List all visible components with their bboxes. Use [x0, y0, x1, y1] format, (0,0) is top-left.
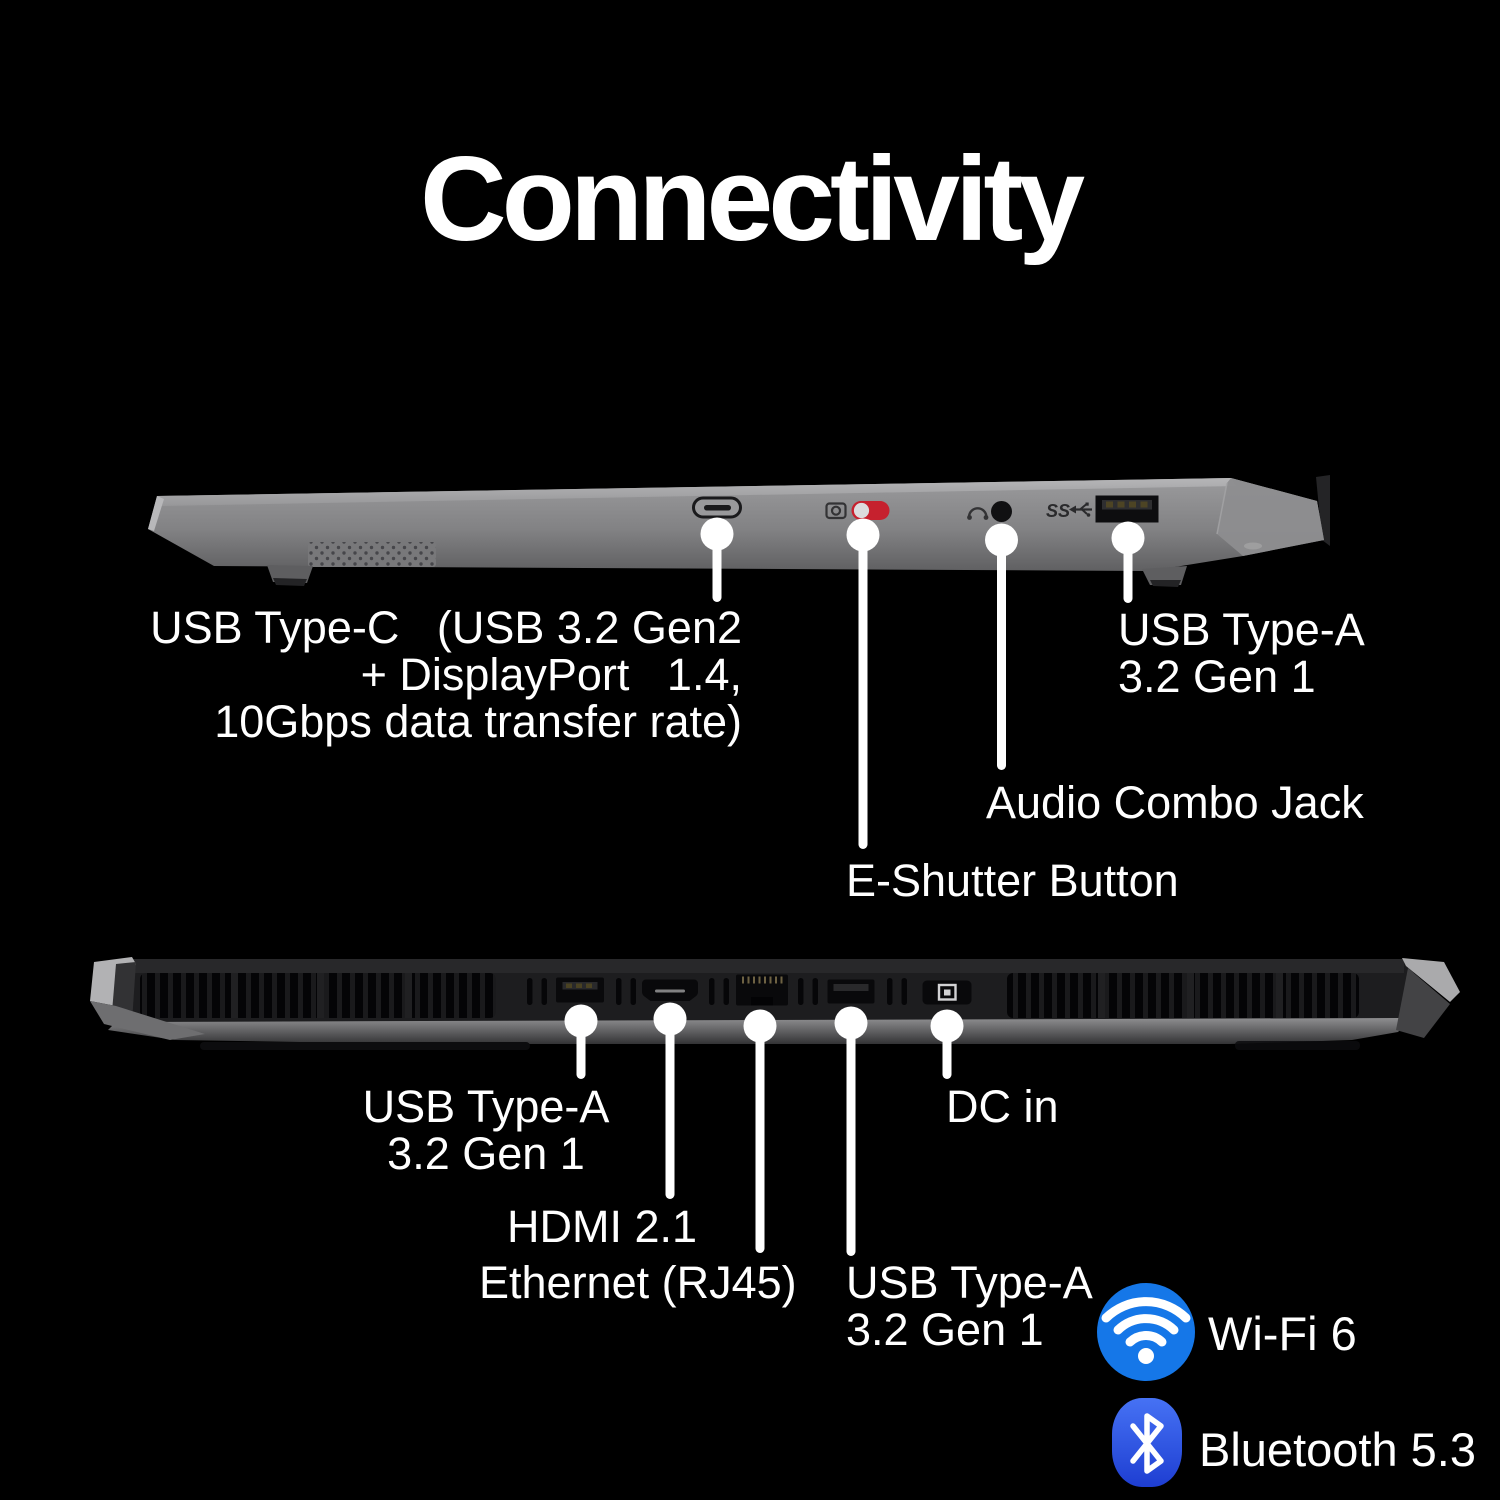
rear-usb-a-left-label-line2: 3.2 Gen 1	[387, 1128, 585, 1179]
bluetooth-icon	[1112, 1398, 1182, 1487]
callout-dot-e-shutter	[846, 518, 880, 552]
usb-c-label-line2: + DisplayPort 1.4,	[360, 649, 742, 700]
left-tip	[90, 957, 205, 1040]
callout-line-usb-c	[712, 534, 722, 602]
wifi-icon	[1097, 1283, 1195, 1381]
e-shutter-toggle	[825, 501, 890, 520]
usb-c-port	[692, 496, 742, 519]
rear-usb-a-right-label-line2: 3.2 Gen 1	[846, 1304, 1044, 1355]
callout-dot-dc-in	[930, 1009, 964, 1043]
callout-dot-usb-a-right	[834, 1006, 868, 1040]
callout-dot-hdmi	[653, 1002, 687, 1036]
callout-line-usb-a-right	[846, 1023, 856, 1256]
callout-dot-usb-c	[700, 517, 734, 551]
callout-line-audio	[997, 540, 1006, 770]
laptop-side-view: SS	[148, 475, 1330, 849]
audio-jack-label: Audio Combo Jack	[986, 777, 1364, 828]
callout-dot-usb-a	[1111, 521, 1145, 555]
callout-dot-usb-a-left	[564, 1004, 598, 1038]
ethernet-port	[736, 974, 788, 1006]
callout-line-e-shutter	[858, 535, 868, 849]
speaker-grille	[308, 542, 436, 567]
bluetooth-label: Bluetooth 5.3	[1199, 1423, 1476, 1476]
usb-a-port: SS	[1046, 495, 1159, 523]
usb-a-side-label-line2: 3.2 Gen 1	[1118, 651, 1316, 702]
page-title: Connectivity	[419, 132, 1085, 266]
callout-line-ethernet	[755, 1026, 765, 1253]
vent-right	[1007, 973, 1359, 1018]
rear-usb-a-right-label: USB Type-A 3.2 Gen 1	[846, 1259, 1093, 1353]
rear-usb-a-right-label-line1: USB Type-A	[846, 1257, 1093, 1308]
rear-usb-a-left-label-line1: USB Type-A	[362, 1081, 610, 1132]
audio-jack-port	[967, 501, 1012, 522]
usb-c-label-line3: 10Gbps data transfer rate)	[214, 696, 742, 747]
rear-usb-a-left-label: USB Type-A 3.2 Gen 1	[350, 1083, 622, 1177]
svg-text:SS: SS	[1046, 501, 1070, 521]
e-shutter-label: E-Shutter Button	[846, 855, 1179, 906]
rear-usb-a-left-port	[556, 977, 604, 1003]
dc-in-port	[922, 980, 972, 1005]
right-tip	[1396, 958, 1460, 1038]
callout-dot-audio	[985, 523, 1018, 557]
callout-dot-ethernet	[743, 1009, 777, 1043]
laptop-rear-view	[90, 957, 1460, 1256]
vent-left	[140, 973, 496, 1018]
usb-a-side-label: USB Type-A 3.2 Gen 1	[1118, 606, 1365, 700]
headset-icon	[967, 507, 989, 520]
usb-a-side-label-line1: USB Type-A	[1118, 604, 1365, 655]
rear-view-callouts	[564, 1002, 964, 1256]
port-separators	[527, 978, 907, 1005]
wifi-label: Wi-Fi 6	[1208, 1307, 1357, 1360]
ethernet-label: Ethernet (RJ45)	[479, 1257, 797, 1308]
usb-c-label: USB Type-C (USB 3.2 Gen2 + DisplayPort 1…	[128, 604, 742, 745]
rear-usb-a-right-port	[827, 979, 875, 1004]
hdmi-label: HDMI 2.1	[507, 1201, 698, 1252]
dc-in-label: DC in	[946, 1081, 1059, 1132]
camera-icon	[825, 502, 847, 520]
usb-c-label-line1: USB Type-C (USB 3.2 Gen2	[150, 602, 742, 653]
callout-line-hdmi	[665, 1019, 675, 1199]
usb-ss-icon: SS	[1046, 501, 1092, 521]
hdmi-port	[641, 979, 699, 1001]
side-view-callouts	[700, 517, 1145, 849]
